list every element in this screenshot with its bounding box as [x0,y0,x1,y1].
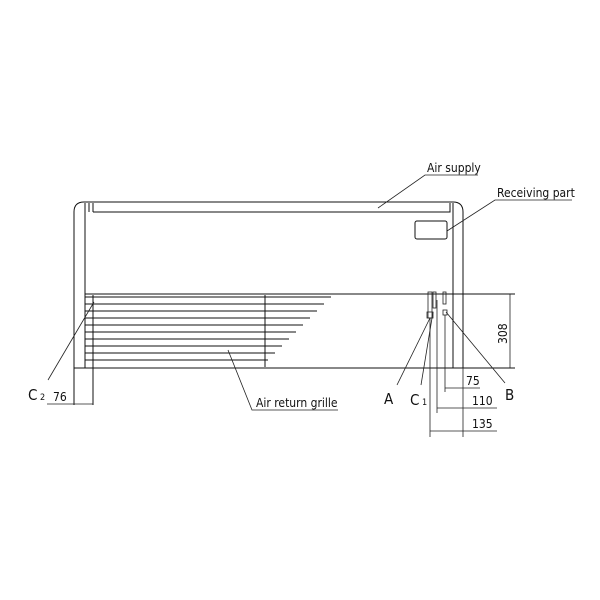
dim-135: 135 [472,417,493,431]
label-c1: C [410,391,419,409]
air-supply-label: Air supply [427,161,481,175]
air-return-grille-label: Air return grille [256,396,338,410]
receiving-part-window [414,220,448,240]
dim-110: 110 [472,394,493,408]
label-c2-subscript: 2 [40,393,45,403]
label-b: B [505,386,514,404]
label-c2: C [28,386,37,404]
pipe-connections [426,291,464,437]
dim-76: 76 [53,390,67,404]
label-c1-subscript: 1 [422,398,427,408]
label-a: A [384,390,394,408]
unit-body [73,201,515,405]
air-return-grille [85,293,515,405]
leader-lines [47,174,572,411]
dimension-lines [47,294,511,432]
receiving-part-label: Receiving part [497,186,575,200]
dim-75: 75 [466,374,480,388]
dim-308: 308 [496,323,510,344]
